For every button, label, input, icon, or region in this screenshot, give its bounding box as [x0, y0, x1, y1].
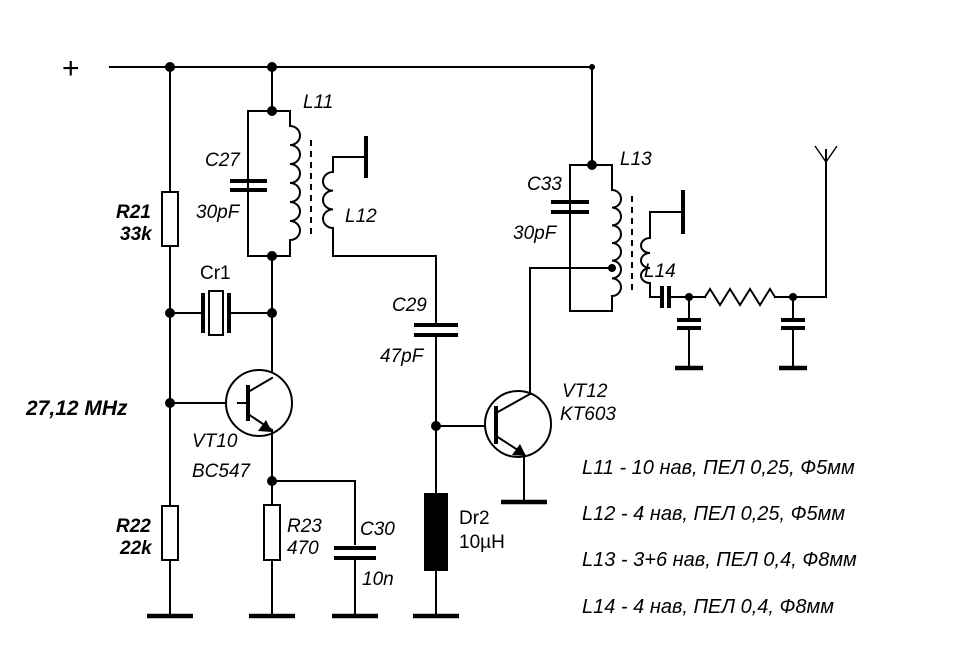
l12-ref-label: L12 [345, 206, 377, 227]
output-filter [660, 286, 827, 371]
transistor-vt10 [225, 369, 293, 482]
r21-value-label: 33k [120, 224, 153, 245]
inductor-l14 [640, 236, 652, 285]
coil-note-l11: L11 - 10 нав, ПЕЛ 0,25, Ф5мм [582, 457, 855, 479]
r21-ref-label: R21 [116, 202, 151, 223]
c27-value-label: 30pF [196, 202, 241, 223]
capacitor-c27 [230, 179, 267, 192]
c29-value-label: 47pF [380, 346, 425, 367]
c27-ref-label: C27 [205, 150, 241, 171]
supply-plus-label: + [62, 52, 80, 85]
tank-l13-c33 [529, 160, 616, 312]
l14-ref-label: L14 [644, 261, 676, 282]
coil-note-l12: L12 - 4 нав, ПЕЛ 0,25, Ф5мм [582, 503, 845, 525]
c30-ref-label: C30 [360, 519, 395, 540]
l14-wiring [649, 190, 685, 298]
transistor-vt12 [484, 267, 552, 503]
cr1-ref-label: Cr1 [200, 263, 231, 284]
supply-rail [109, 62, 595, 166]
r23-value-label: 470 [287, 538, 319, 559]
crystal-cr1 [201, 290, 273, 336]
dr2-value-label: 10µH [459, 532, 505, 553]
resistor-r22 [161, 505, 179, 561]
antenna-icon [814, 145, 838, 298]
resistor-r23 [263, 504, 281, 561]
resistor-r21 [161, 191, 179, 247]
l12-wiring [332, 136, 437, 324]
c33-value-label: 30pF [513, 223, 558, 244]
c30-value-label: 10n [362, 569, 394, 590]
vt10-ref-label: VT10 [192, 431, 238, 452]
inductor-l12 [322, 170, 335, 230]
r23-ref-label: R23 [287, 516, 322, 537]
coil-note-l13: L13 - 3+6 нав, ПЕЛ 0,4, Ф8мм [582, 549, 857, 571]
vt10-type-label: BC547 [192, 461, 252, 482]
capacitor-c33 [551, 200, 589, 214]
vt12-type-label: KT603 [560, 404, 616, 425]
choke-dr2 [424, 493, 448, 571]
coil-note-l14: L14 - 4 нав, ПЕЛ 0,4, Ф8мм [582, 596, 834, 618]
r22-ref-label: R22 [116, 516, 151, 537]
inductor-l13 [610, 188, 622, 298]
dr2-ref-label: Dr2 [459, 508, 490, 529]
tank-l11-c27 [247, 66, 291, 383]
l11-ref-label: L11 [303, 92, 333, 113]
capacitor-c30 [334, 546, 376, 560]
coil-notes: L11 - 10 нав, ПЕЛ 0,25, Ф5мм L12 - 4 нав… [582, 457, 857, 618]
c33-ref-label: C33 [527, 174, 562, 195]
emitter-network [267, 476, 356, 617]
r22-value-label: 22k [119, 538, 153, 559]
capacitor-c29 [414, 323, 497, 494]
c29-ref-label: C29 [392, 295, 427, 316]
vt12-ref-label: VT12 [562, 381, 608, 402]
l13-ref-label: L13 [620, 149, 652, 170]
frequency-label: 27,12 MHz [25, 397, 128, 420]
inductor-l11 [288, 124, 301, 242]
